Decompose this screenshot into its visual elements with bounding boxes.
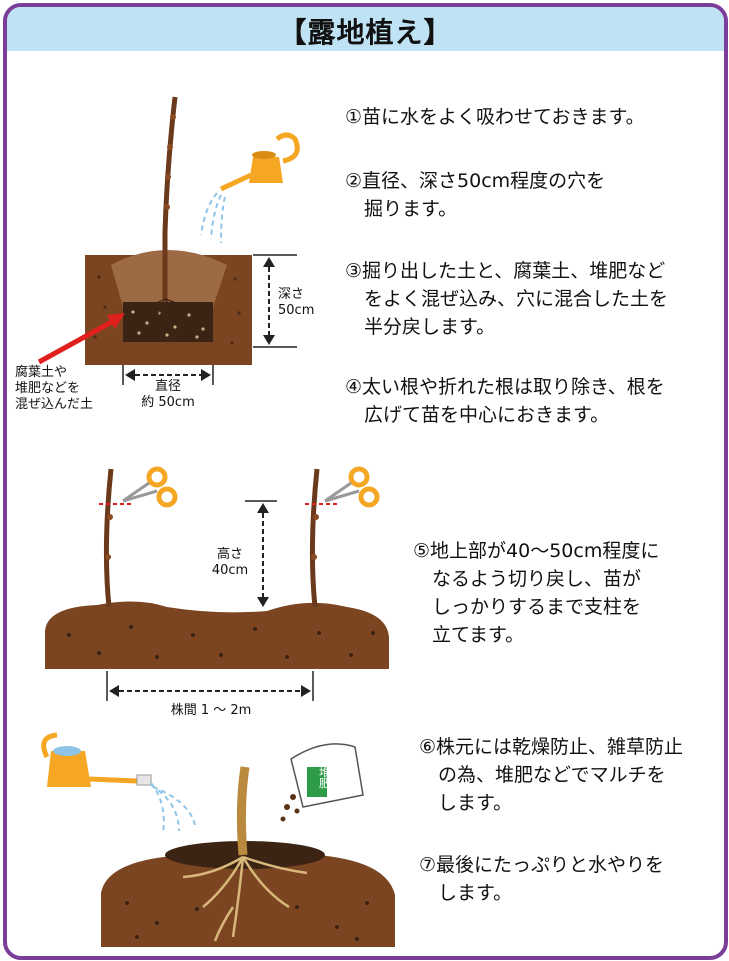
step-1: ①苗に水をよく吸わせておきます。 — [345, 106, 645, 128]
mix-soil-label: 腐葉土や 堆肥などを 混ぜ込んだ土 — [15, 365, 94, 412]
scissors-icon — [122, 466, 178, 508]
height-label: 高さ 40cm — [211, 547, 249, 578]
step-7: ⑦最後にたっぷりと水やりを します。 — [419, 854, 665, 904]
page-title: 【露地植え】 — [278, 16, 453, 49]
title-bar — [7, 7, 724, 51]
spacing-label: 株間 1 ～ 2m — [170, 703, 252, 718]
step-2: ②直径、深さ50cm程度の穴を 掘ります。 — [345, 170, 606, 220]
watering-can-icon — [200, 132, 300, 244]
bag-label: 堆肥 — [319, 766, 330, 790]
cutback-illustration — [45, 468, 389, 701]
scissors-icon — [324, 466, 380, 508]
step-3: ③掘り出した土と、腐葉土、堆肥など をよく混ぜ込み、穴に混合した土を 半分戻しま… — [345, 260, 669, 338]
compost-bag-icon — [280, 743, 364, 822]
diameter-label: 直径 約 50cm — [141, 379, 195, 410]
planting-hole-illustration — [37, 96, 297, 385]
depth-label: 深さ 50cm — [278, 287, 315, 318]
step-4: ④太い根や折れた根は取り除き、根を 広げて苗を中心におきます。 — [345, 376, 665, 426]
step-5: ⑤地上部が40～50cm程度に なるよう切り戻し、苗が しっかりするまで支柱を … — [413, 540, 660, 646]
mulch-illustration — [101, 766, 395, 947]
step-6: ⑥株元には乾燥防止、雑草防止 の為、堆肥などでマルチを します。 — [419, 736, 684, 814]
page-frame: 【露地植え】 — [3, 3, 728, 960]
illustrations — [37, 96, 395, 947]
watering-can-icon — [41, 732, 196, 834]
